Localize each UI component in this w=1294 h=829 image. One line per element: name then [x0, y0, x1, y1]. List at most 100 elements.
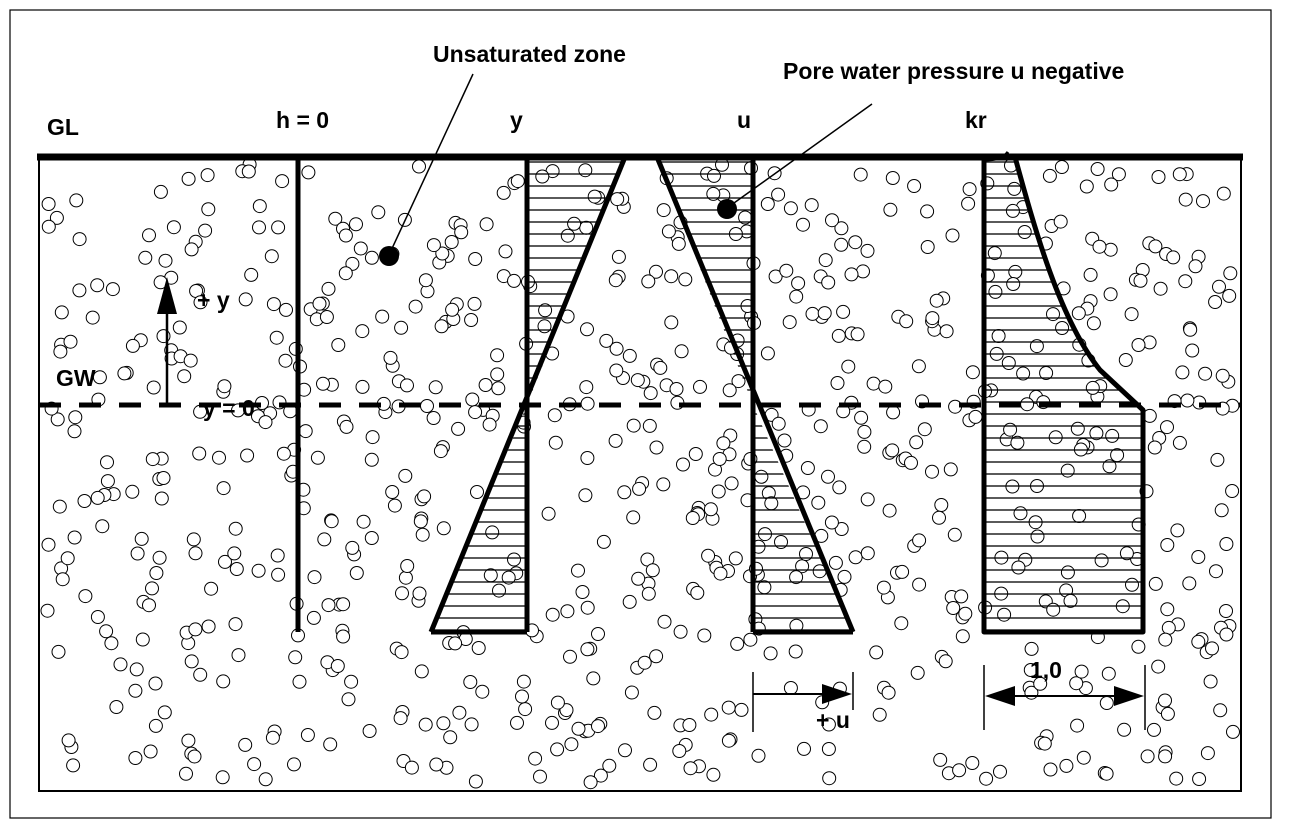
soil-grain: [72, 283, 87, 298]
soil-grain: [1215, 368, 1230, 383]
soil-grain: [49, 210, 64, 225]
soil-grain: [400, 378, 414, 393]
soil-grain: [653, 360, 668, 375]
soil-grain: [830, 376, 845, 390]
soil-grain: [507, 273, 521, 288]
soil-grain: [782, 315, 797, 330]
soil-grain: [704, 707, 719, 722]
soil-grain: [1083, 267, 1098, 282]
soil-grain: [279, 302, 293, 317]
soil-grain: [866, 376, 881, 391]
soil-grain: [593, 768, 608, 783]
soil-grain: [1148, 576, 1163, 591]
soil-grain: [479, 217, 494, 232]
soil-grain: [181, 171, 196, 186]
soil-grain: [362, 724, 377, 738]
soil-grain: [579, 380, 594, 395]
soil-grain: [611, 249, 626, 264]
soil-grain: [1198, 366, 1213, 381]
soil-grain: [398, 570, 413, 585]
soil-grain: [1069, 676, 1084, 691]
pore-pressure-label: Pore water pressure u negative: [783, 58, 1124, 84]
soil-grain: [468, 252, 483, 266]
soil-grain: [1147, 722, 1161, 737]
soil-grain: [617, 485, 632, 500]
soil-grain: [55, 572, 70, 587]
soil-grain: [602, 758, 617, 773]
soil-grain: [669, 382, 684, 396]
soil-grain: [724, 476, 739, 491]
soil-grain: [682, 718, 697, 732]
soil-grain: [728, 551, 743, 566]
soil-grain: [1170, 523, 1185, 538]
soil-grain: [632, 481, 647, 496]
soil-grain: [1158, 632, 1173, 647]
soil-grain: [166, 220, 181, 235]
soil-grain: [834, 237, 849, 252]
soil-grain: [777, 433, 792, 448]
soil-grain: [1161, 620, 1176, 635]
soil-grain: [649, 649, 664, 664]
soil-grain: [788, 644, 803, 659]
soil-grain: [920, 204, 935, 219]
soil-grain: [909, 435, 924, 450]
soil-grain: [965, 365, 980, 380]
soil-grain: [454, 225, 469, 240]
soil-grain: [258, 415, 273, 430]
soil-grain: [90, 610, 105, 624]
soil-grain: [1175, 365, 1190, 380]
soil-grain: [490, 367, 505, 382]
soil-grain: [645, 563, 660, 578]
plus-u-arrowhead: [822, 684, 852, 704]
soil-grain: [1090, 162, 1105, 176]
soil-grain: [41, 219, 56, 234]
soil-grain: [387, 498, 402, 513]
soil-grain: [1160, 538, 1175, 552]
soil-grain: [1133, 273, 1148, 288]
soil-grain: [1192, 772, 1207, 786]
soil-grain: [1099, 766, 1114, 781]
soil-grain: [929, 293, 944, 308]
soil-grain: [608, 433, 623, 448]
soil-grain: [904, 455, 918, 470]
soil-grain: [591, 627, 605, 641]
soil-grain: [1200, 746, 1215, 761]
soil-grain: [947, 527, 962, 542]
soil-grain: [1099, 696, 1114, 710]
soil-grain: [943, 462, 958, 477]
soil-grain: [1210, 452, 1225, 467]
soil-grain: [779, 263, 794, 278]
soil-grain: [177, 369, 192, 384]
soil-grain: [356, 514, 371, 529]
soil-grain: [1131, 639, 1146, 654]
soil-grain: [920, 240, 935, 254]
soil-grain: [364, 452, 379, 467]
soil-grain: [40, 603, 55, 618]
soil-grain: [548, 435, 563, 450]
soil-grain: [1188, 259, 1203, 274]
unsaturated-zone-label: Unsaturated zone: [433, 41, 626, 67]
soil-grain: [885, 443, 900, 458]
soil-grain: [1160, 602, 1175, 617]
pore-pressure-dot: [717, 199, 737, 219]
soil-grain: [1226, 724, 1240, 739]
soil-grain: [468, 405, 483, 420]
soil-grain: [869, 645, 884, 660]
soil-grain: [491, 381, 506, 396]
soil-grain: [157, 705, 172, 720]
soil-grain: [426, 411, 441, 425]
soil-grain: [109, 700, 124, 714]
soil-grain: [85, 310, 100, 325]
soil-grain: [146, 380, 161, 395]
soil-grain: [1172, 167, 1187, 182]
soil-grain: [1140, 749, 1155, 764]
soil-grain: [319, 310, 334, 324]
kr-unit-label: 1,0: [1030, 657, 1062, 683]
soil-grain: [301, 165, 316, 180]
soil-grain: [533, 769, 547, 784]
soil-grain: [547, 408, 562, 423]
plus-y-arrowhead: [157, 277, 177, 314]
soil-grain: [429, 757, 444, 772]
soil-grain: [783, 201, 798, 216]
